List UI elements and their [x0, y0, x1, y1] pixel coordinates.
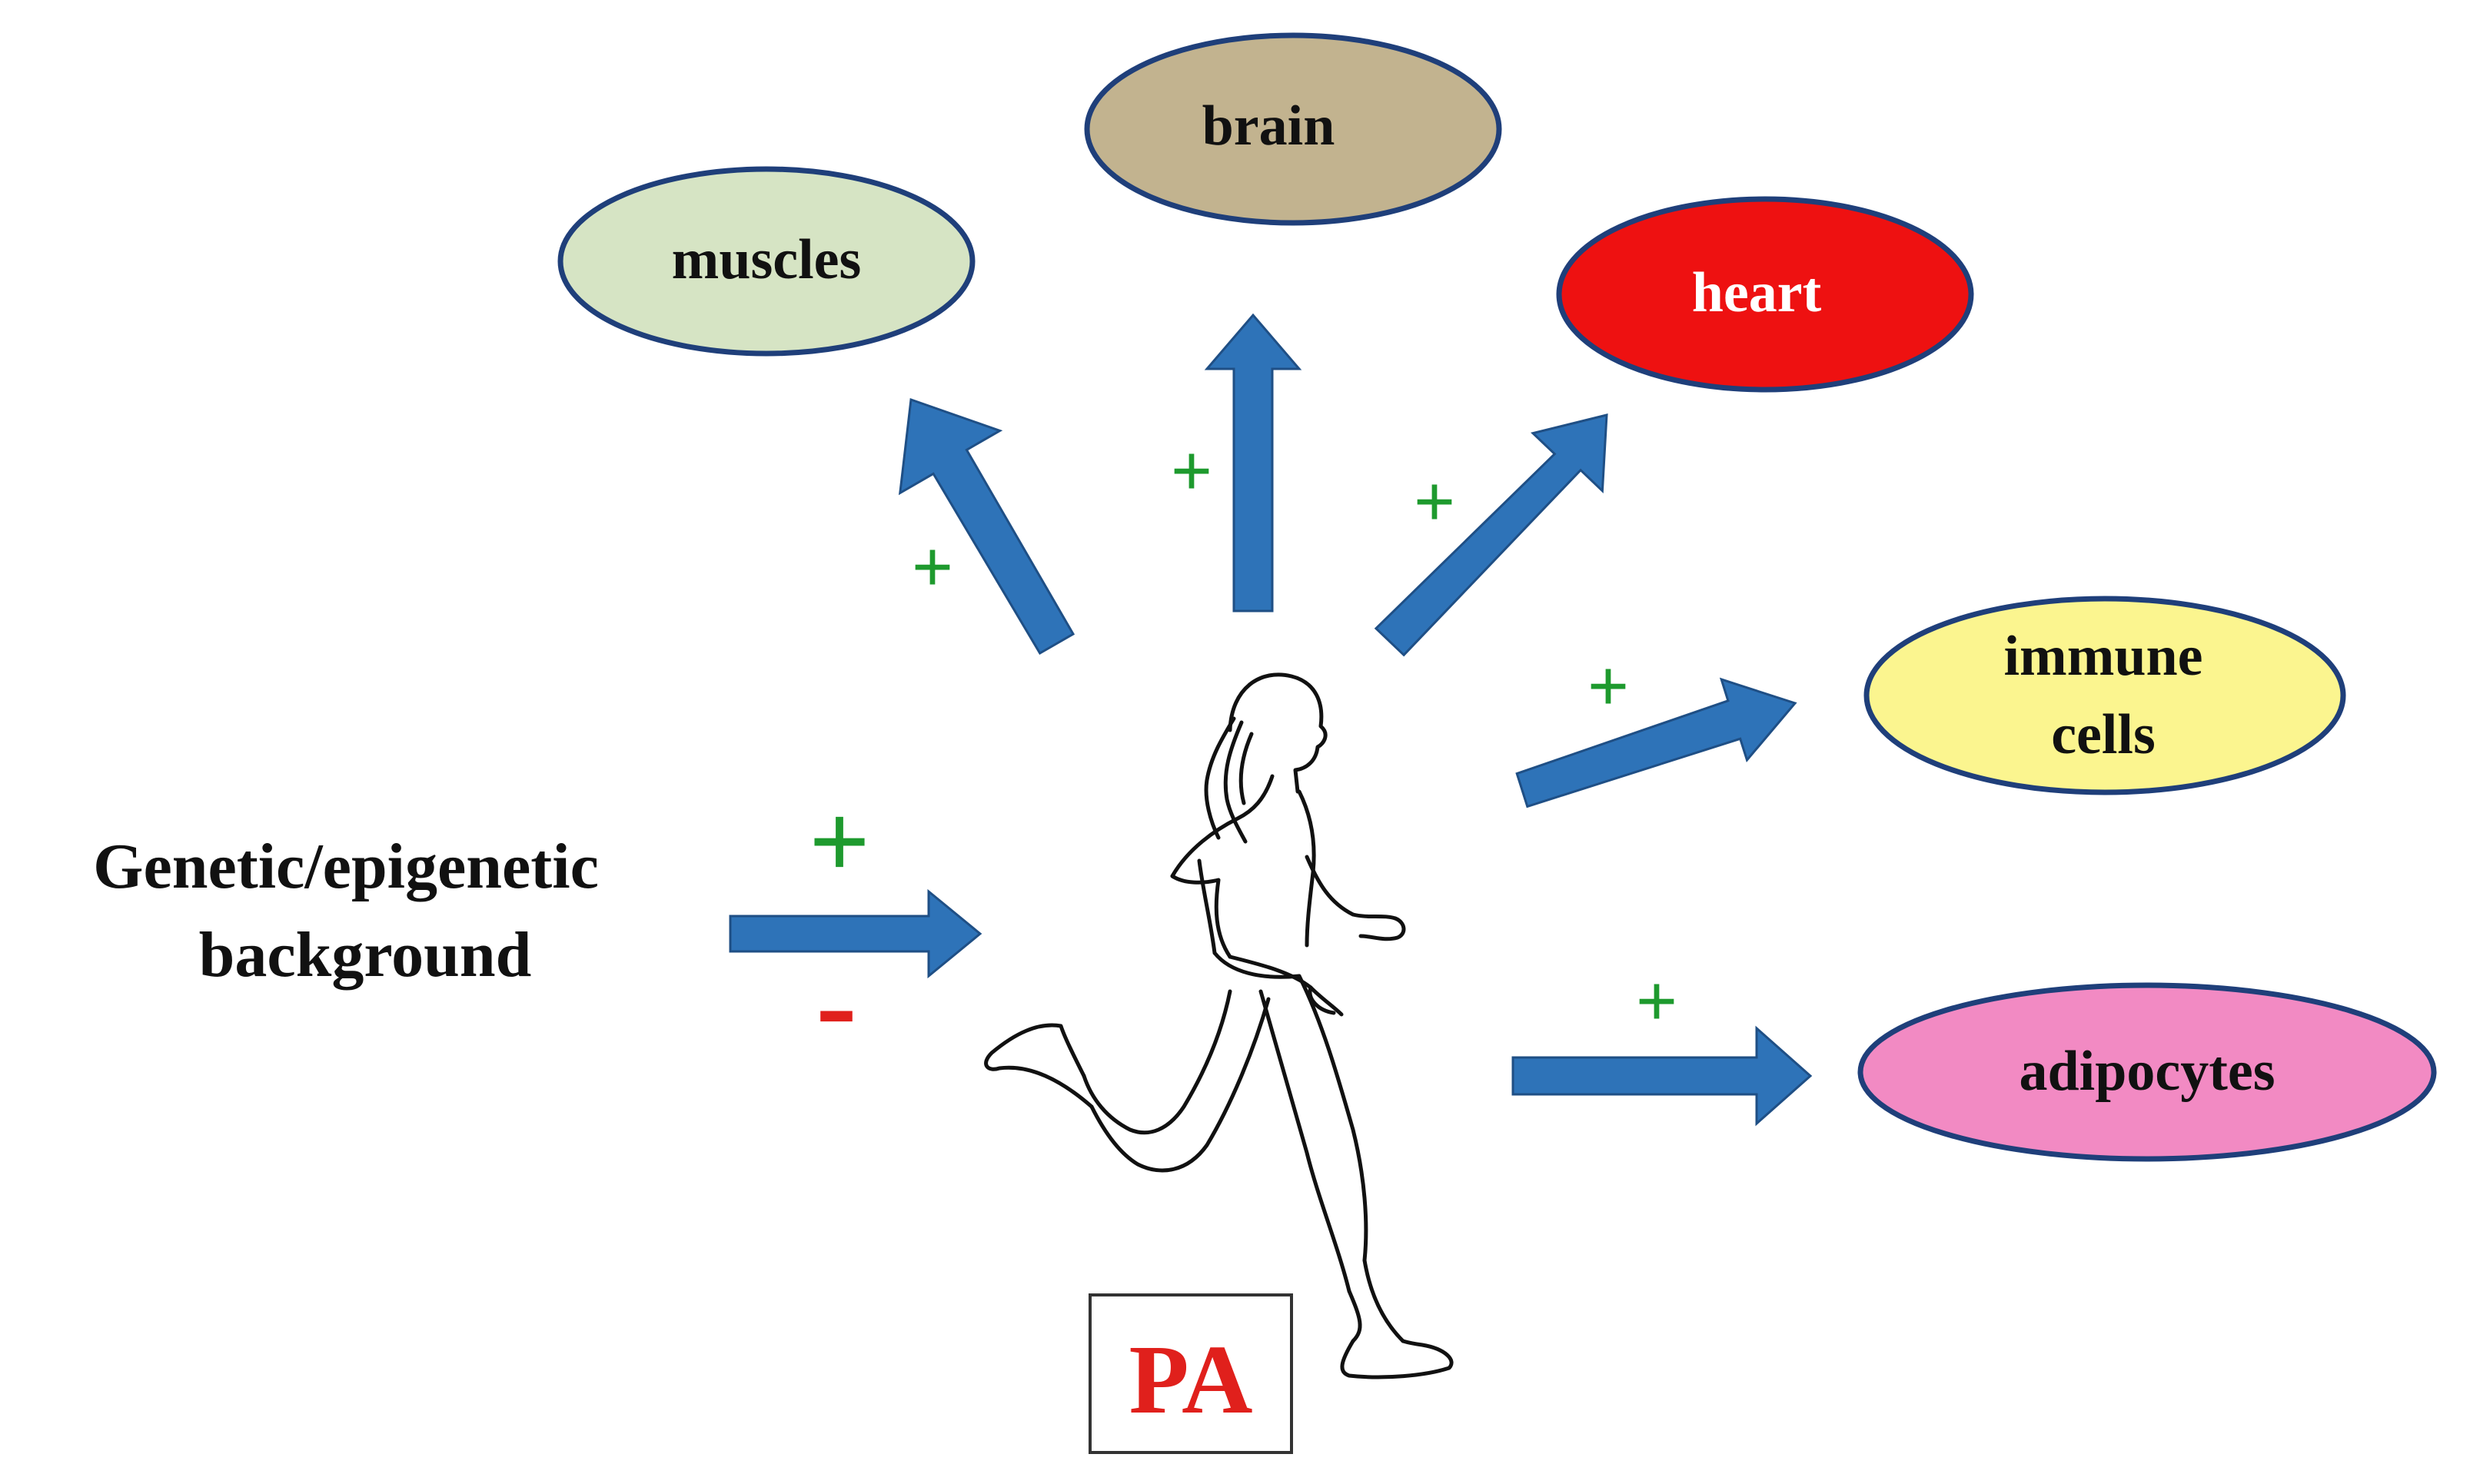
immune-cells-label-line2: cells — [2051, 703, 2156, 766]
arrow-to-brain — [1204, 313, 1302, 613]
target-immune-cells: immune cells — [1863, 596, 2346, 795]
target-heart: heart — [1556, 196, 1974, 393]
plus-sign-heart: + — [1414, 460, 1456, 543]
immune-cells-ellipse — [1863, 596, 2346, 795]
plus-sign-brain: + — [1171, 430, 1213, 512]
plus-sign-muscles: + — [912, 526, 954, 608]
pa-label: PA — [1129, 1325, 1252, 1434]
target-muscles: muscles — [557, 166, 976, 357]
runner-illustration — [984, 672, 1454, 1379]
arrows-group — [729, 313, 1813, 1127]
immune-cells-label-line1: immune — [2004, 625, 2203, 688]
genetic-background-text: Genetic/epigenetic background — [93, 831, 599, 991]
heart-ellipse — [1556, 196, 1974, 393]
adipocytes-label: adipocytes — [2020, 1040, 2276, 1103]
heart-label: heart — [1692, 261, 1822, 324]
muscles-ellipse — [557, 166, 976, 357]
pa-box: PA — [1089, 1293, 1293, 1454]
brain-ellipse — [1084, 32, 1502, 226]
target-adipocytes: adipocytes — [1857, 982, 2437, 1162]
plus-sign-genetic: + — [809, 782, 870, 901]
target-brain: brain — [1084, 32, 1502, 226]
arrow-to-immune-cells — [1515, 677, 1797, 808]
minus-sign-genetic: - — [816, 935, 856, 1072]
muscles-label: muscles — [672, 228, 862, 291]
genetic-background-line2: background — [199, 919, 532, 991]
brain-label: brain — [1202, 95, 1335, 158]
plus-sign-immune-cells: + — [1587, 645, 1630, 727]
arrow-to-adipocytes — [1511, 1025, 1813, 1127]
genetic-background-line1: Genetic/epigenetic — [93, 831, 599, 902]
arrow-genetic-to-pa — [729, 888, 982, 979]
signs-group: + + + + + + - — [809, 430, 1677, 1072]
adipocytes-ellipse — [1857, 982, 2437, 1162]
arrow-to-heart — [1374, 413, 1608, 657]
arrow-to-muscles — [898, 397, 1075, 656]
plus-sign-adipocytes: + — [1636, 960, 1678, 1042]
pa-box-frame — [1089, 1293, 1293, 1454]
